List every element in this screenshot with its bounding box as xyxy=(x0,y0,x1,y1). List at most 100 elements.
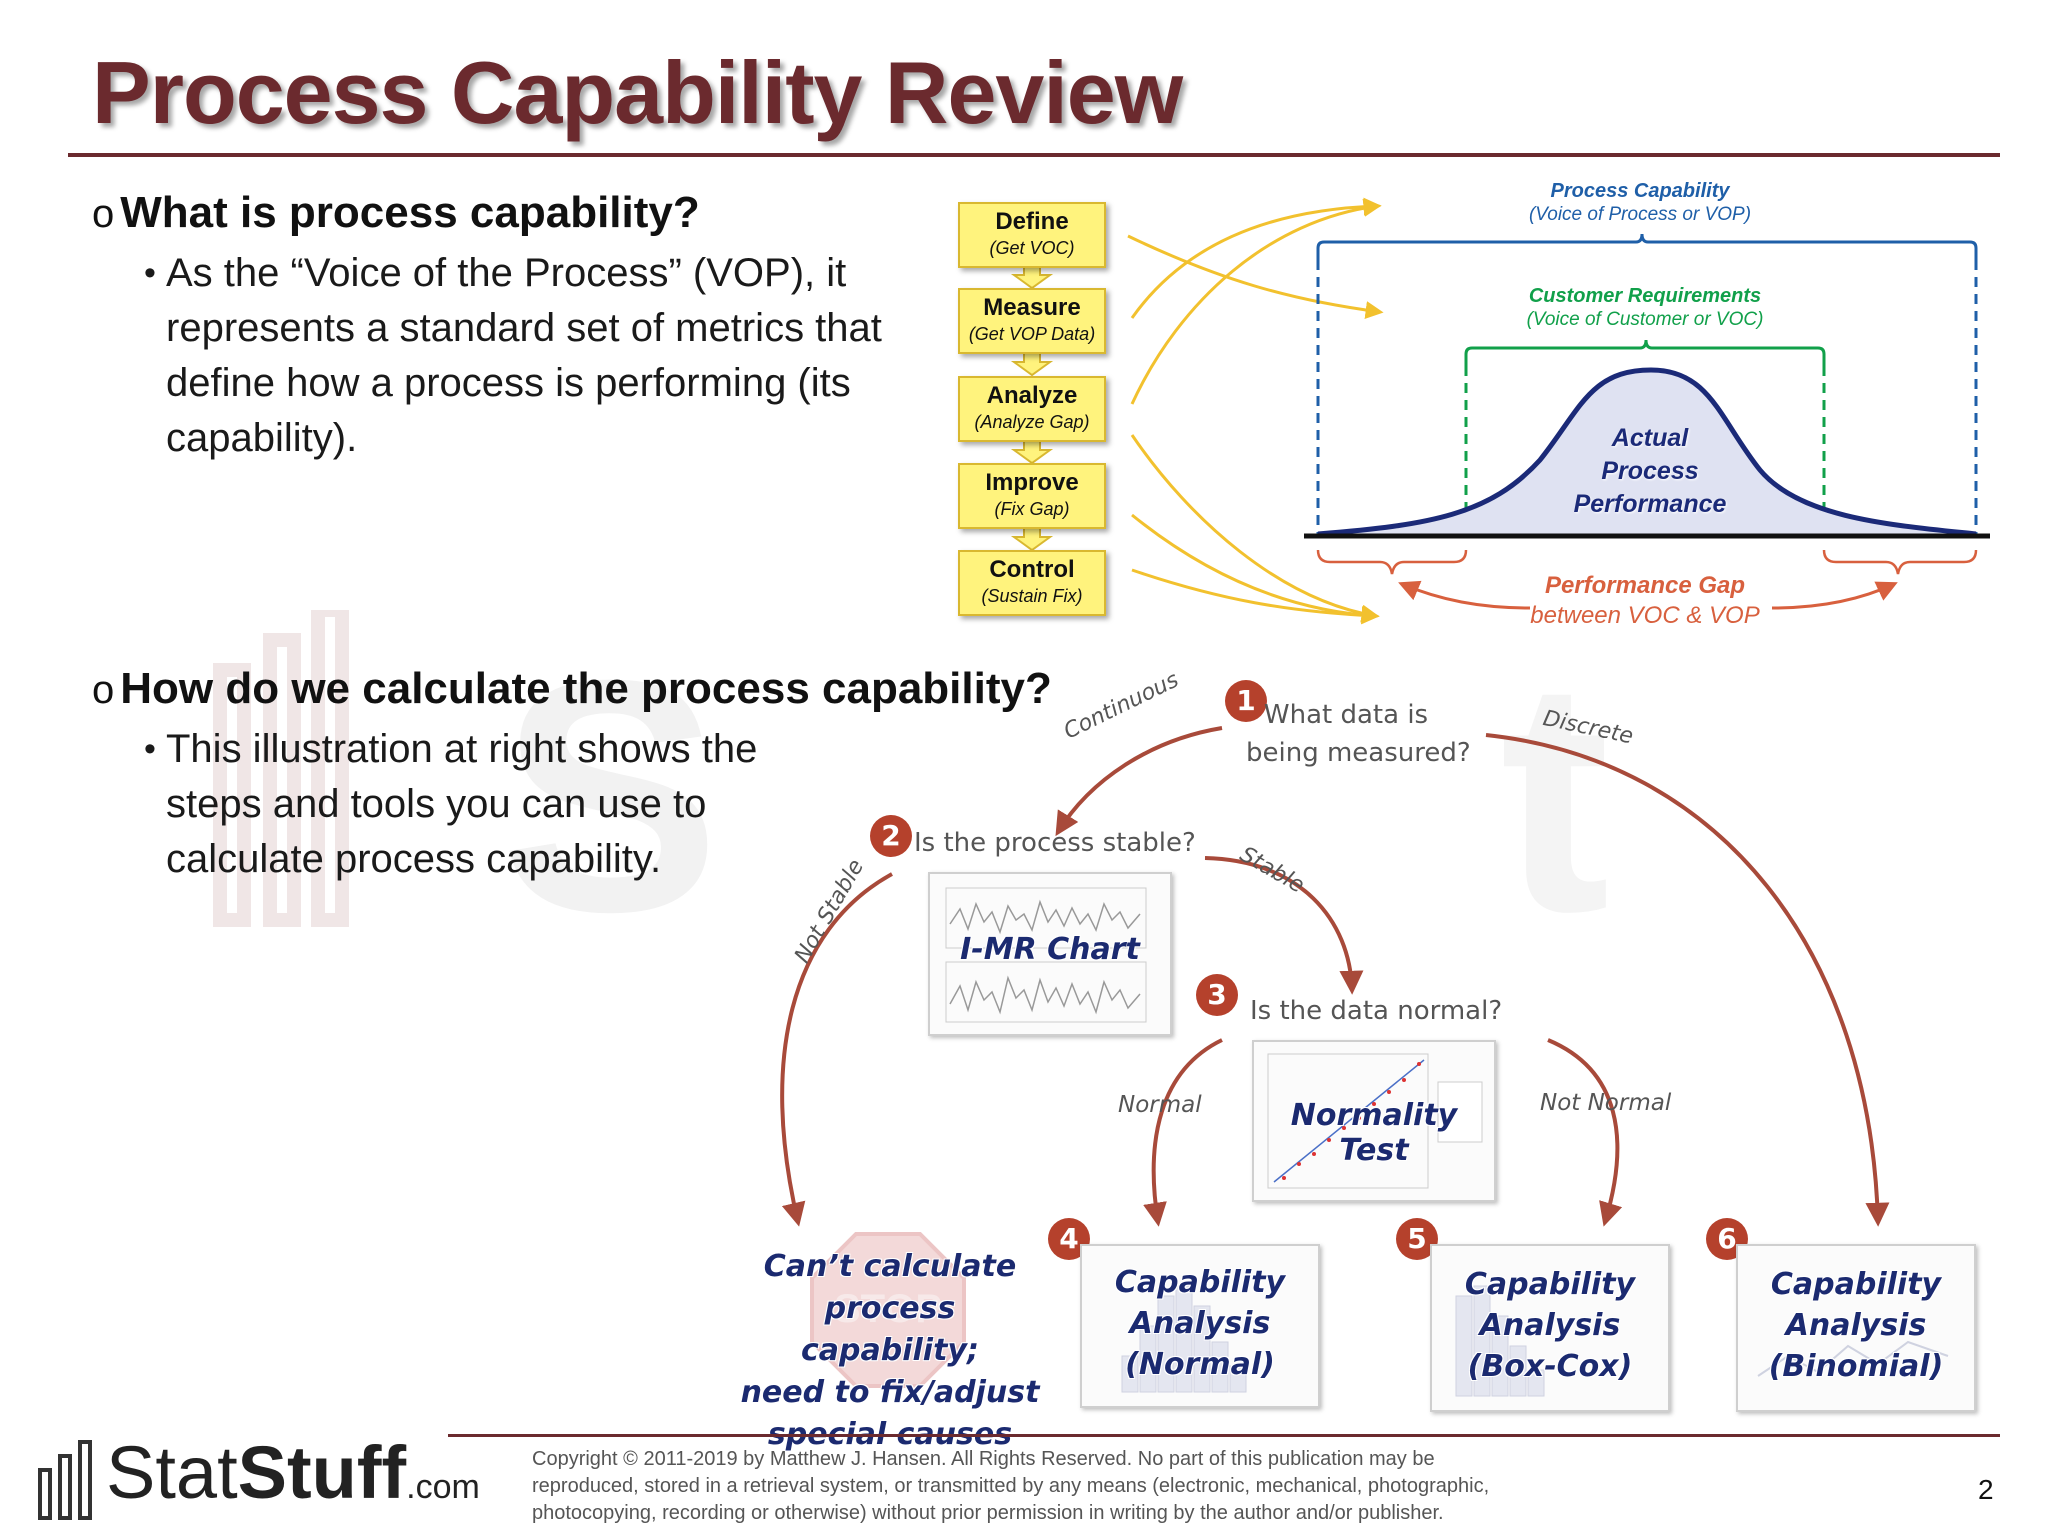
logo-stuff: Stuff xyxy=(237,1431,407,1514)
process-capability-label: Process Capability (Voice of Process or … xyxy=(1450,180,1830,226)
bullet-1-text: As the “Voice of the Process” (VOP), it … xyxy=(166,251,882,460)
customer-requirements-label: Customer Requirements (Voice of Customer… xyxy=(1450,285,1840,331)
step-2-question: Is the process stable? xyxy=(914,828,1196,858)
vop-label: (Voice of Process or VOP) xyxy=(1528,204,1752,225)
dmaic-analyze-sub: (Analyze Gap) xyxy=(974,412,1090,432)
bullet-dot-icon: • xyxy=(144,254,156,292)
step-1-line-1: What data is xyxy=(1263,700,1429,730)
logo-wordmark: StatStuff.com xyxy=(106,1430,480,1515)
svg-text:t: t xyxy=(1500,611,1610,940)
actual-process-performance: Actual Process Performance xyxy=(1530,422,1770,521)
question-2-text: How do we calculate the process capabili… xyxy=(120,664,1052,713)
logo-stat: Stat xyxy=(106,1431,238,1514)
dmaic-improve-label: Improve xyxy=(985,469,1079,496)
imr-chart-sparkline xyxy=(945,887,1147,1023)
step-3-question: Is the data normal? xyxy=(1250,996,1503,1026)
dmaic-define: Define (Get VOC) xyxy=(958,202,1106,268)
actual-line-2: Process xyxy=(1601,457,1699,485)
dmaic-define-label: Define xyxy=(995,208,1069,235)
histogram-icon xyxy=(1121,1285,1247,1393)
cap-boxcox-line-1: Capability xyxy=(1464,1267,1636,1302)
capability-normal-thumbnail: Capability Analysis (Normal) xyxy=(1080,1244,1320,1408)
flowchart-arrows xyxy=(780,726,1890,1227)
cap-boxcox-line-3: (Box-Cox) xyxy=(1467,1349,1633,1384)
cap-normal-line-1: Capability xyxy=(1114,1265,1286,1300)
capability-boxcox-label: Capability Analysis (Box-Cox) xyxy=(1432,1264,1668,1387)
statstuff-logo: StatStuff.com xyxy=(36,1430,506,1522)
cannot-line-2: process capability; xyxy=(801,1291,979,1368)
normality-test-label: Normality Test xyxy=(1290,1098,1458,1168)
stop-sign-icon: STOP xyxy=(810,1232,966,1388)
hollow-bullet-icon: o xyxy=(92,668,115,712)
copyright-line-3: photocopying, recording or otherwise) wi… xyxy=(532,1502,1444,1524)
svg-text:S: S xyxy=(500,611,720,940)
performance-gap-label: Performance Gap between VOC & VOP xyxy=(1510,572,1780,630)
dmaic-control-sub: (Sustain Fix) xyxy=(981,586,1083,606)
dmaic-measure: Measure (Get VOP Data) xyxy=(958,288,1106,354)
logo-bars-icon xyxy=(38,1440,92,1520)
page-number: 2 xyxy=(1978,1474,1994,1505)
dmaic-measure-sub: (Get VOP Data) xyxy=(968,324,1096,344)
cap-normal-line-3: (Normal) xyxy=(1125,1347,1275,1382)
slide-title: Process Capability Review xyxy=(92,43,1183,142)
histogram-icon xyxy=(1455,1285,1545,1397)
imr-chart-thumbnail: I-MR Chart xyxy=(928,872,1172,1036)
customer-requirements-title: Customer Requirements xyxy=(1528,285,1762,307)
actual-line-3: Performance xyxy=(1573,490,1727,518)
voc-label: (Voice of Customer or VOC) xyxy=(1526,309,1764,330)
copyright-line-1: Copyright © 2011-2019 by Matthew J. Hans… xyxy=(532,1448,1435,1470)
dmaic-connectors xyxy=(1010,197,1384,625)
cap-binomial-line-2: Analysis xyxy=(1785,1308,1927,1343)
imr-chart-label: I-MR Chart xyxy=(960,932,1140,967)
step-1-line-2: being measured? xyxy=(1246,738,1471,768)
capability-binomial-label: Capability Analysis (Binomial) xyxy=(1738,1264,1974,1387)
bullet-2-text: This illustration at right shows the ste… xyxy=(166,727,758,881)
dmaic-improve-sub: (Fix Gap) xyxy=(994,499,1070,519)
copyright-notice: Copyright © 2011-2019 by Matthew J. Hans… xyxy=(532,1446,1752,1527)
cannot-line-1: Can’t calculate xyxy=(763,1249,1017,1284)
bullet-1: • As the “Voice of the Process” (VOP), i… xyxy=(144,246,926,466)
not-normal-label: Not Normal xyxy=(1540,1090,1672,1116)
bullet-2: • This illustration at right shows the s… xyxy=(144,722,816,887)
performance-gap-sub: between VOC & VOP xyxy=(1530,602,1760,629)
capability-normal-label: Capability Analysis (Normal) xyxy=(1082,1262,1318,1385)
hollow-bullet-icon: o xyxy=(92,192,115,236)
cap-binomial-line-3: (Binomial) xyxy=(1768,1349,1944,1384)
watermark-logo: S t xyxy=(213,610,1610,940)
dmaic-analyze-label: Analyze xyxy=(986,382,1078,409)
capability-diagram xyxy=(1304,233,1990,610)
capability-boxcox-thumbnail: Capability Analysis (Box-Cox) xyxy=(1430,1244,1670,1412)
dmaic-define-sub: (Get VOC) xyxy=(989,238,1075,258)
cap-boxcox-line-2: Analysis xyxy=(1479,1308,1621,1343)
process-capability-title: Process Capability xyxy=(1550,180,1730,202)
actual-line-1: Actual xyxy=(1611,424,1689,452)
dmaic-control: Control (Sustain Fix) xyxy=(958,550,1106,616)
dmaic-control-label: Control xyxy=(989,556,1075,583)
cannot-line-3: need to fix/adjust xyxy=(740,1375,1040,1410)
cannot-calculate-text: Can’t calculate process capability; need… xyxy=(740,1246,1040,1456)
question-1-text: What is process capability? xyxy=(120,188,700,237)
cap-binomial-line-1: Capability xyxy=(1770,1267,1942,1302)
step-5-badge: 5 xyxy=(1396,1218,1438,1260)
step-2-badge: 2 xyxy=(870,815,912,857)
step-1-badge: 1 xyxy=(1225,680,1267,722)
dmaic-measure-label: Measure xyxy=(983,294,1081,321)
chart-icon xyxy=(1757,1340,1949,1377)
normality-plot xyxy=(1267,1053,1483,1189)
performance-gap-title: Performance Gap xyxy=(1544,572,1746,599)
title-rule xyxy=(68,153,2000,157)
normal-label: Normal xyxy=(1118,1092,1202,1118)
step-3-badge: 3 xyxy=(1196,974,1238,1016)
dmaic-improve: Improve (Fix Gap) xyxy=(958,463,1106,529)
bullet-dot-icon: • xyxy=(144,730,156,768)
cap-normal-line-2: Analysis xyxy=(1129,1306,1271,1341)
normality-test-thumbnail: Normality Test xyxy=(1252,1040,1496,1202)
logo-com: .com xyxy=(406,1468,480,1506)
dmaic-analyze: Analyze (Analyze Gap) xyxy=(958,376,1106,442)
footer-rule xyxy=(448,1434,2000,1437)
capability-binomial-thumbnail: Capability Analysis (Binomial) xyxy=(1736,1244,1976,1412)
copyright-line-2: reproduced, stored in a retrieval system… xyxy=(532,1475,1490,1497)
stop-sign-text: STOP xyxy=(834,1287,942,1331)
